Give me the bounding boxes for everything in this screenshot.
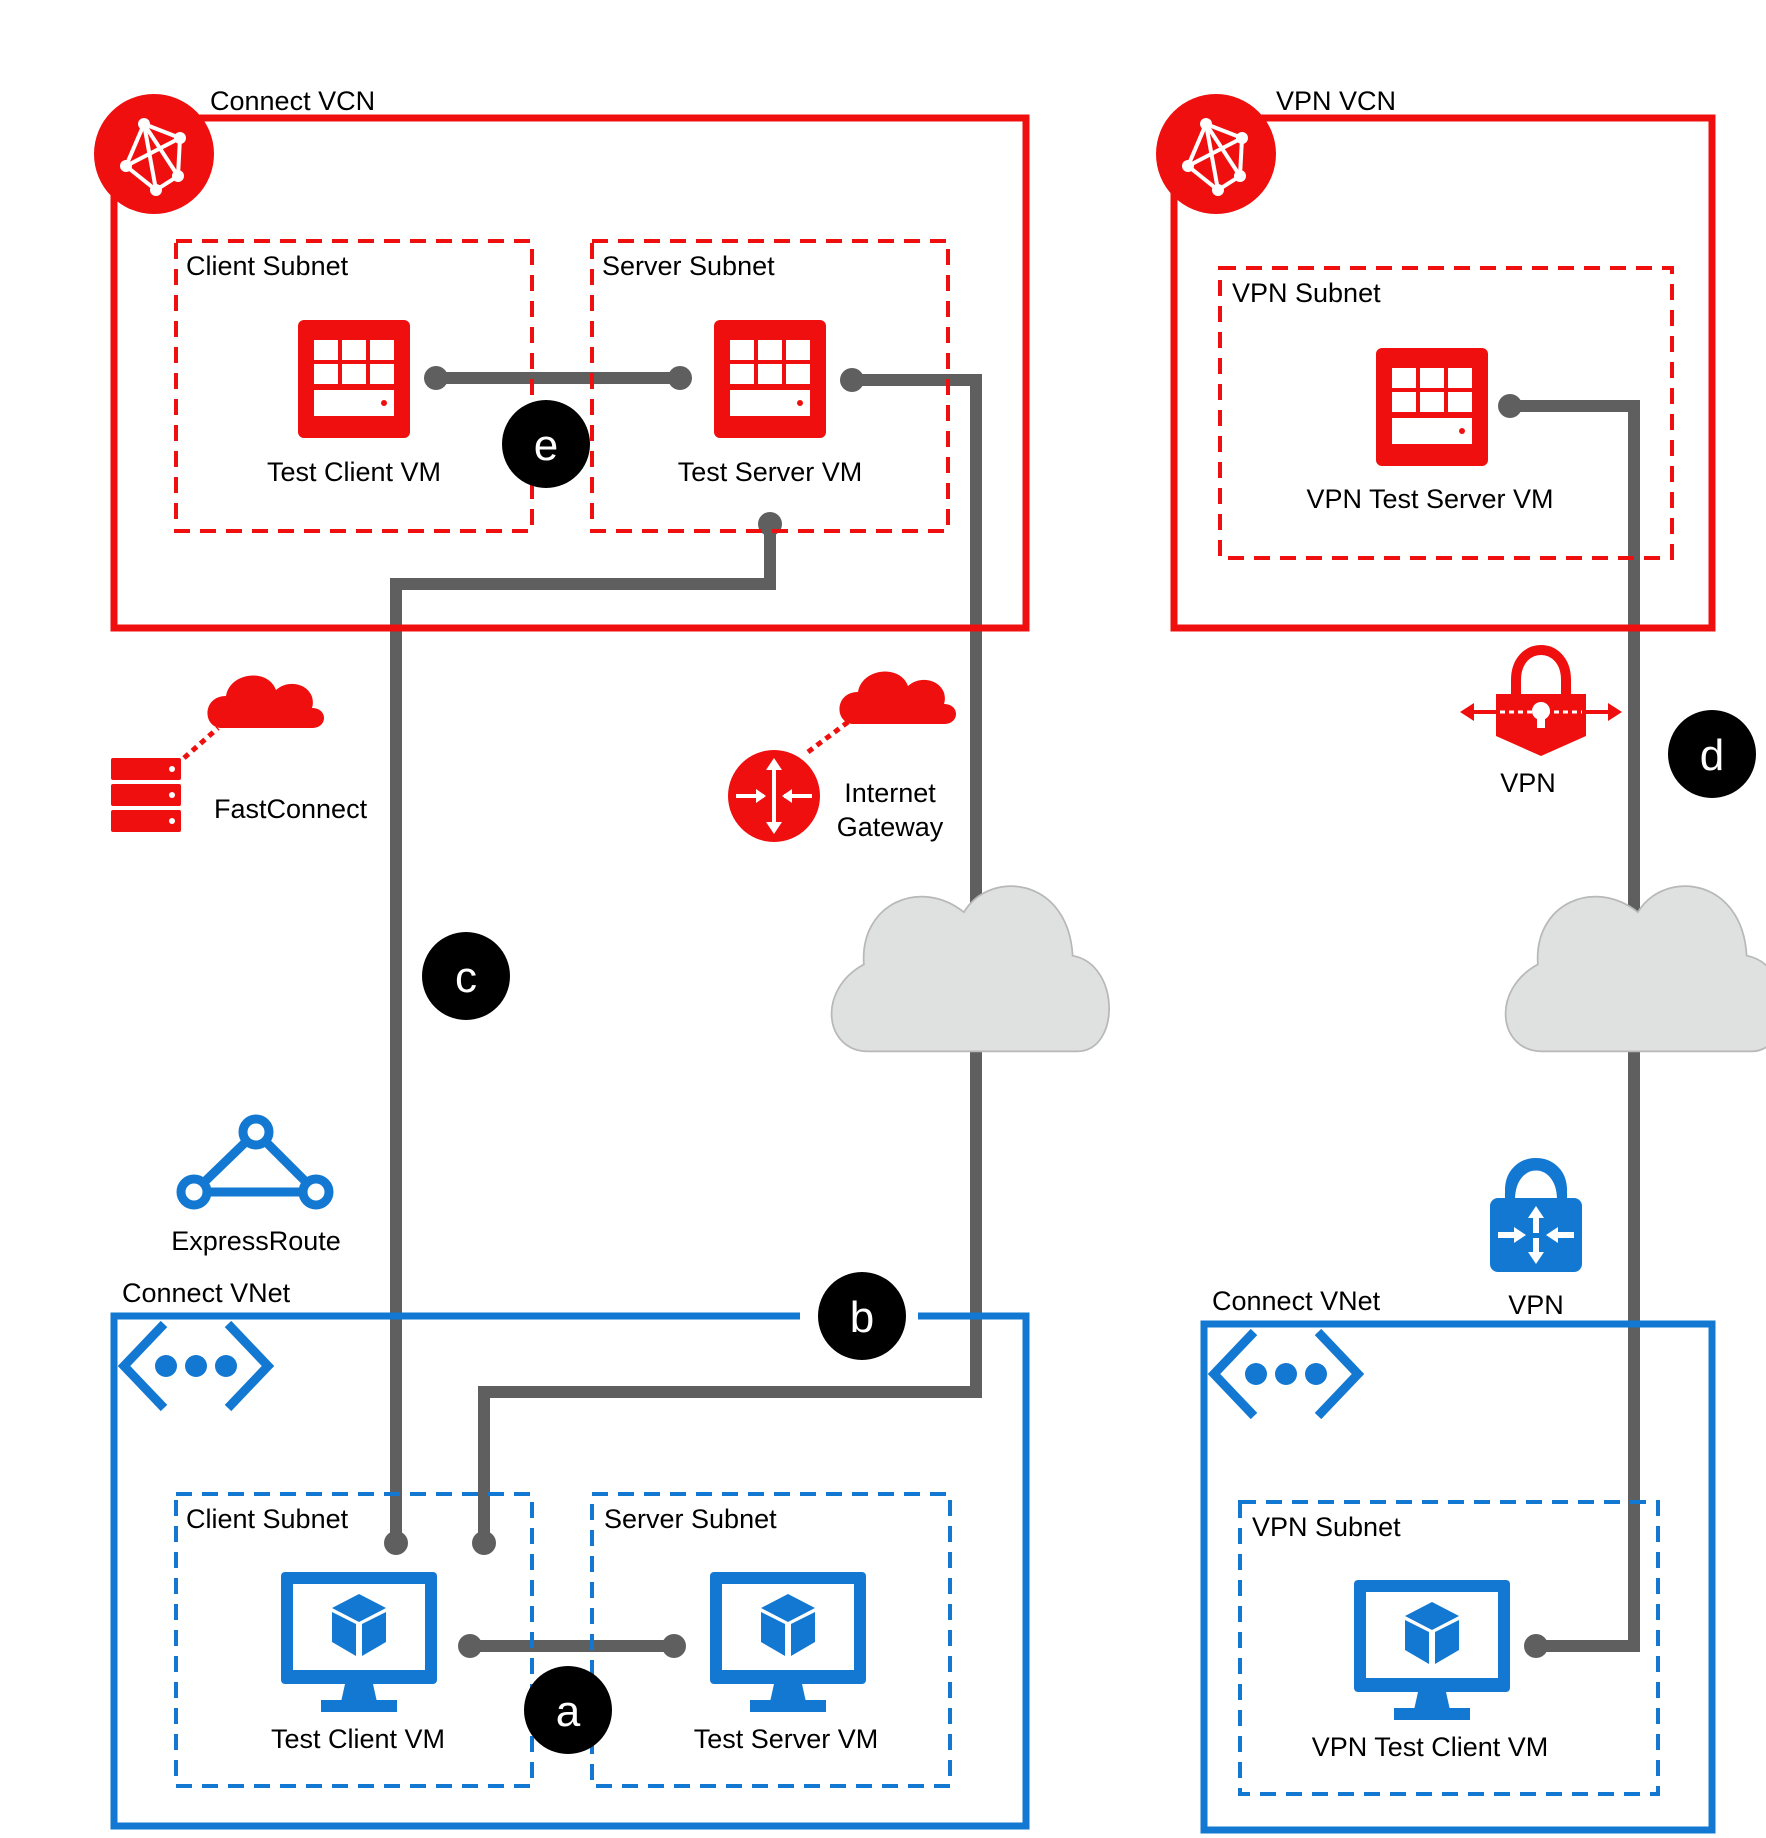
vcn-test-client-vm-label: Test Client VM: [267, 457, 441, 487]
vnet-client-subnet-title: Client Subnet: [186, 1504, 349, 1534]
azure-vpn-label: VPN: [1508, 1290, 1564, 1320]
vnet-icon: [1214, 1332, 1358, 1416]
internet-gateway-label-line2: Gateway: [837, 812, 944, 842]
vnet-vpn-subnet: VPN Subnet VPN Test Client VM: [1238, 1500, 1660, 1796]
oci-vm-icon: [1376, 348, 1488, 466]
badge-a: a: [524, 1666, 612, 1754]
vcn-vpn-subnet-title: VPN Subnet: [1232, 278, 1381, 308]
oracle-vpn: VPN: [1460, 645, 1622, 798]
badge-b: b: [818, 1272, 906, 1360]
azure-vm-icon: [710, 1572, 866, 1712]
expressroute-label: ExpressRoute: [171, 1226, 341, 1256]
azure-vm-icon: [281, 1572, 437, 1712]
vnet-server-subnet: Server Subnet Test Server VM: [590, 1492, 952, 1788]
oci-vm-icon: [714, 320, 826, 438]
connect-vcn-title: Connect VCN: [210, 86, 375, 116]
svg-text:c: c: [455, 953, 477, 1002]
cloud-icon: [839, 671, 956, 724]
internet-gateway-label-line1: Internet: [844, 778, 936, 808]
vnet-client-subnet: Client Subnet Test Client VM: [174, 1492, 534, 1788]
vcn-icon: [1154, 92, 1278, 216]
vpn-lock-icon: [1460, 645, 1622, 756]
expressroute: ExpressRoute: [171, 1114, 341, 1256]
connector-lines: [384, 366, 1640, 1658]
vcn-client-subnet-title: Client Subnet: [186, 251, 349, 281]
vcn-client-subnet: Client Subnet Test Client VM: [174, 239, 534, 533]
fastconnect-label: FastConnect: [214, 794, 368, 824]
vpn-test-client-vm-label: VPN Test Client VM: [1312, 1732, 1549, 1762]
fastconnect-server-icon: [111, 758, 181, 832]
fastconnect: FastConnect: [111, 675, 368, 832]
oracle-vpn-label: VPN: [1500, 768, 1556, 798]
vcn-test-server-vm-label: Test Server VM: [678, 457, 863, 487]
svg-text:b: b: [850, 1293, 874, 1342]
azure-vpn: VPN: [1490, 1158, 1582, 1320]
vpn-vcn-title: VPN VCN: [1276, 86, 1396, 116]
badge-e: e: [502, 400, 590, 488]
vcn-server-subnet-title: Server Subnet: [602, 251, 775, 281]
connect-vnet-title: Connect VNet: [122, 1278, 291, 1308]
badge-c: c: [422, 932, 510, 1020]
vnet-test-server-vm-label: Test Server VM: [694, 1724, 879, 1754]
cloud-icon: [207, 675, 324, 728]
vnet-server-subnet-title: Server Subnet: [604, 1504, 777, 1534]
badge-d: d: [1668, 710, 1756, 798]
vnet-icon: [124, 1324, 268, 1408]
svg-text:e: e: [534, 421, 558, 470]
router-icon: [728, 750, 820, 842]
vnet-vpn-subnet-title: VPN Subnet: [1252, 1512, 1401, 1542]
connector-c: [390, 524, 776, 1543]
vpn-gateway-icon: [1490, 1158, 1582, 1272]
vpn-test-server-vm-label: VPN Test Server VM: [1306, 484, 1553, 514]
vcn-server-subnet: Server Subnet Test Server VM: [590, 239, 950, 533]
svg-text:a: a: [556, 1687, 581, 1736]
connect-vcn: Connect VCN Client Subnet Test Client VM…: [92, 86, 1030, 632]
connector-b: [478, 374, 982, 1543]
vpn-vnet-title: Connect VNet: [1212, 1286, 1381, 1316]
vcn-icon: [92, 92, 216, 216]
internet-cloud-left: [830, 885, 1110, 1053]
internet-gateway: Internet Gateway: [728, 671, 956, 842]
internet-cloud-right: [1504, 885, 1766, 1053]
azure-vm-icon: [1354, 1580, 1510, 1720]
vpn-vcn: VPN VCN VPN Subnet VPN Test Server VM: [1154, 86, 1716, 632]
connect-vnet: Connect VNet Client Subnet Test Client V…: [110, 1278, 1030, 1830]
svg-text:d: d: [1700, 731, 1724, 780]
expressroute-icon: [176, 1114, 334, 1210]
vcn-vpn-subnet: VPN Subnet VPN Test Server VM: [1218, 266, 1674, 560]
vpn-vnet: Connect VNet VPN Subnet VPN Test Client …: [1200, 1286, 1716, 1834]
oci-vm-icon: [298, 320, 410, 438]
vnet-test-client-vm-label: Test Client VM: [271, 1724, 445, 1754]
